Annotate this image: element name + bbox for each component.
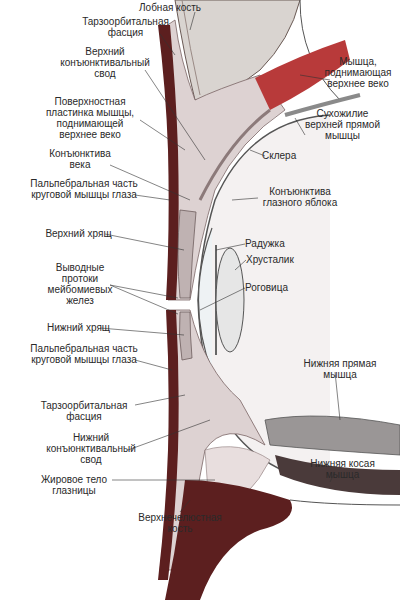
leader-line: [190, 12, 195, 30]
inferior-oblique: [275, 455, 400, 495]
part-label: Нижняя косая мышца: [305, 458, 380, 480]
part-label: Конъюнктива века: [40, 148, 120, 170]
part-label: Лобная кость: [125, 2, 215, 13]
part-label: Роговица: [245, 282, 305, 293]
inferior-rectus: [265, 416, 400, 455]
part-label: Мышца, поднимающая верхнее веко: [318, 56, 398, 89]
leader-line: [180, 500, 190, 512]
leader-line: [200, 288, 245, 310]
leader-line: [105, 234, 184, 250]
part-label: Выводные протоки мейбомиевых желез: [40, 262, 120, 306]
leader-line: [235, 260, 246, 270]
part-label: Поверхностная пластинка мышцы, поднимающ…: [40, 96, 140, 140]
leader-line: [135, 195, 170, 200]
leader-line: [135, 395, 185, 405]
orbicularis-upper: [158, 25, 179, 300]
leader-line: [110, 285, 178, 314]
part-label: Нижняя прямая мышца: [300, 358, 380, 380]
part-label: Нижний хрящ: [36, 322, 121, 333]
part-label: Пальпебральная часть круговой мышцы глаз…: [30, 343, 138, 365]
orbit-floor: [290, 500, 400, 505]
part-label: Сухожилие верхней прямой мышцы: [300, 108, 385, 141]
upper-tarsus: [178, 210, 196, 298]
part-label: Верхнечелюстная кость: [130, 512, 230, 534]
leader-lines: [100, 12, 340, 512]
part-label: Пальпебральная часть круговой мышцы глаз…: [30, 178, 138, 200]
part-label: Тарзоорбитальная фасция: [78, 16, 173, 38]
part-label: Радужка: [245, 238, 305, 249]
leader-line: [110, 285, 178, 298]
leader-line: [232, 198, 258, 200]
part-label: Склера: [262, 150, 312, 161]
leader-line: [295, 118, 305, 135]
part-label: Конъюнктива глазного яблока: [255, 186, 345, 208]
leader-line: [160, 34, 175, 55]
part-label: Тарзоорбитальная фасция: [30, 400, 138, 422]
leader-line: [112, 480, 215, 481]
leader-line: [216, 244, 245, 250]
orbicularis-lower: [158, 310, 179, 580]
leader-line: [100, 328, 184, 335]
maxilla: [165, 480, 292, 600]
leader-line: [145, 70, 205, 160]
leader-line: [140, 120, 185, 150]
part-label: Нижний конъюнктивальный свод: [46, 432, 136, 465]
part-label: Верхний конъюнктивальный свод: [60, 46, 150, 79]
part-label: Жировое тело глазницы: [34, 474, 114, 496]
lower-tarsus: [179, 312, 192, 360]
part-label: Хрусталик: [246, 254, 316, 265]
leader-line: [128, 420, 210, 450]
part-label: Верхний хрящ: [36, 228, 121, 239]
leader-line: [135, 360, 172, 370]
